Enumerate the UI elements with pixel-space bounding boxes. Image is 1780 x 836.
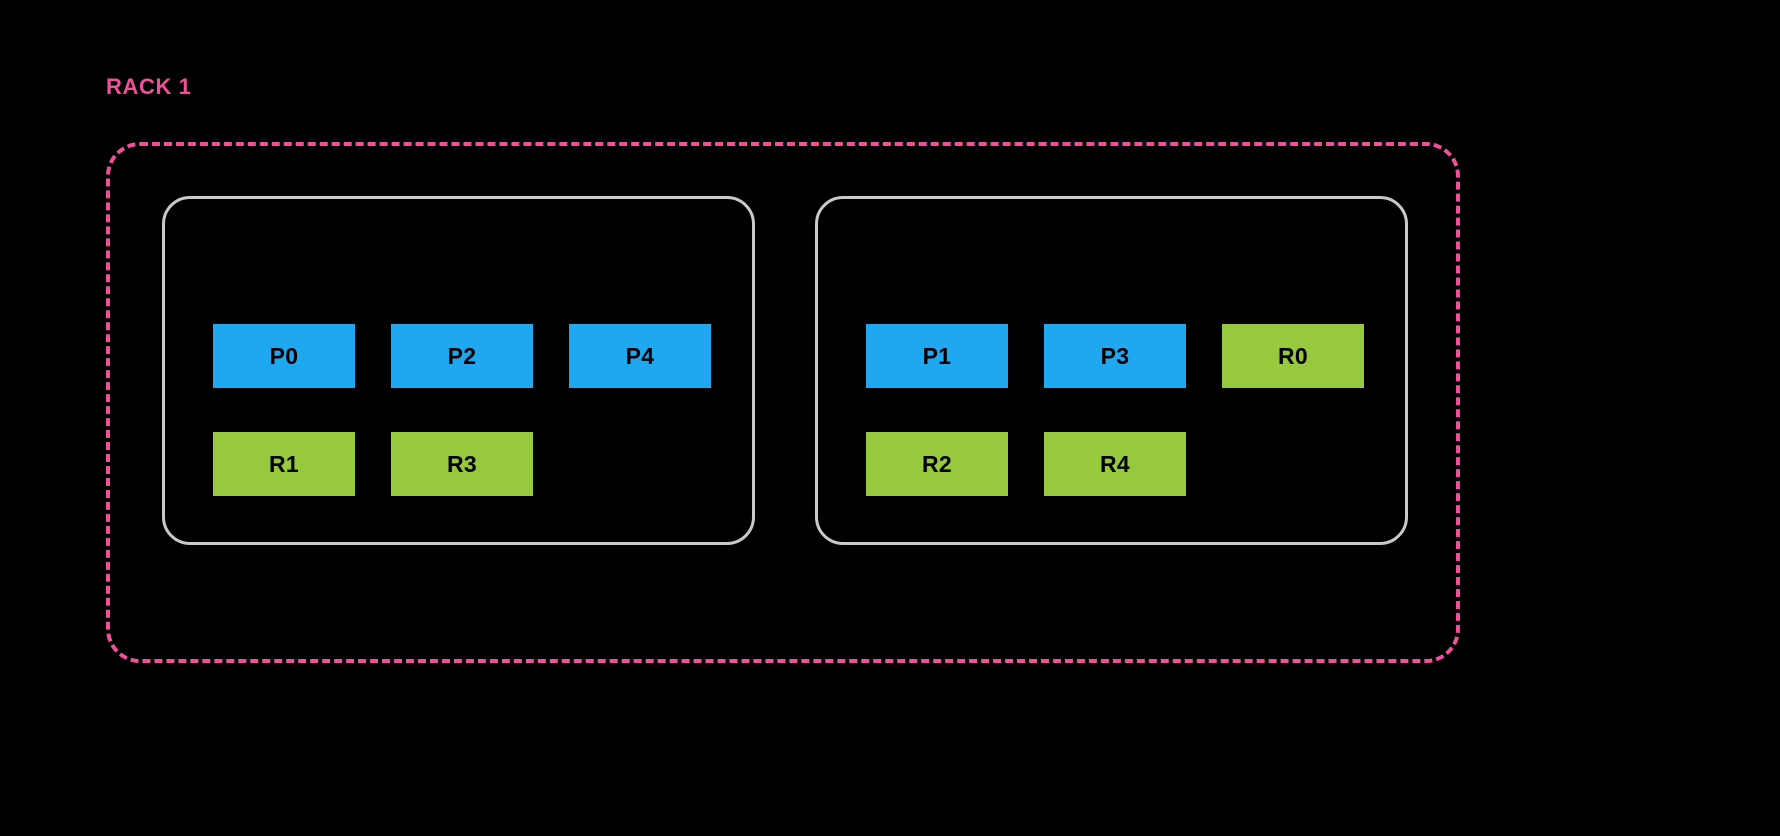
broker-right-row-2: R2 R4 — [866, 432, 1186, 496]
unit-p3: P3 — [1044, 324, 1186, 388]
unit-p1: P1 — [866, 324, 1008, 388]
rack-label: RACK 1 — [106, 74, 192, 99]
unit-p0: P0 — [213, 324, 355, 388]
unit-label: R2 — [921, 450, 952, 477]
unit-p4: P4 — [569, 324, 711, 388]
unit-label: R4 — [1099, 450, 1130, 477]
broker-box-left: P0 P2 P4 R1 R3 — [162, 196, 755, 545]
unit-r3: R3 — [391, 432, 533, 496]
unit-r4: R4 — [1044, 432, 1186, 496]
unit-label: R3 — [446, 450, 477, 477]
rack-boundary — [106, 142, 1460, 663]
broker-right-rows: P1 P3 R0 R2 R4 — [866, 199, 1405, 542]
unit-label: R0 — [1277, 342, 1308, 369]
unit-label: P4 — [625, 342, 655, 369]
unit-label: P3 — [1100, 342, 1130, 369]
broker-left-rows: P0 P2 P4 R1 R3 — [213, 199, 752, 542]
unit-p2: P2 — [391, 324, 533, 388]
broker-left-row-1: P0 P2 P4 — [213, 324, 711, 388]
unit-r1: R1 — [213, 432, 355, 496]
broker-right-row-1: P1 P3 R0 — [866, 324, 1364, 388]
broker-box-right: P1 P3 R0 R2 R4 — [815, 196, 1408, 545]
unit-label: P2 — [447, 342, 477, 369]
unit-label: R1 — [268, 450, 299, 477]
broker-left-row-2: R1 R3 — [213, 432, 533, 496]
unit-r0: R0 — [1222, 324, 1364, 388]
unit-label: P0 — [269, 342, 299, 369]
unit-r2: R2 — [866, 432, 1008, 496]
unit-label: P1 — [922, 342, 952, 369]
